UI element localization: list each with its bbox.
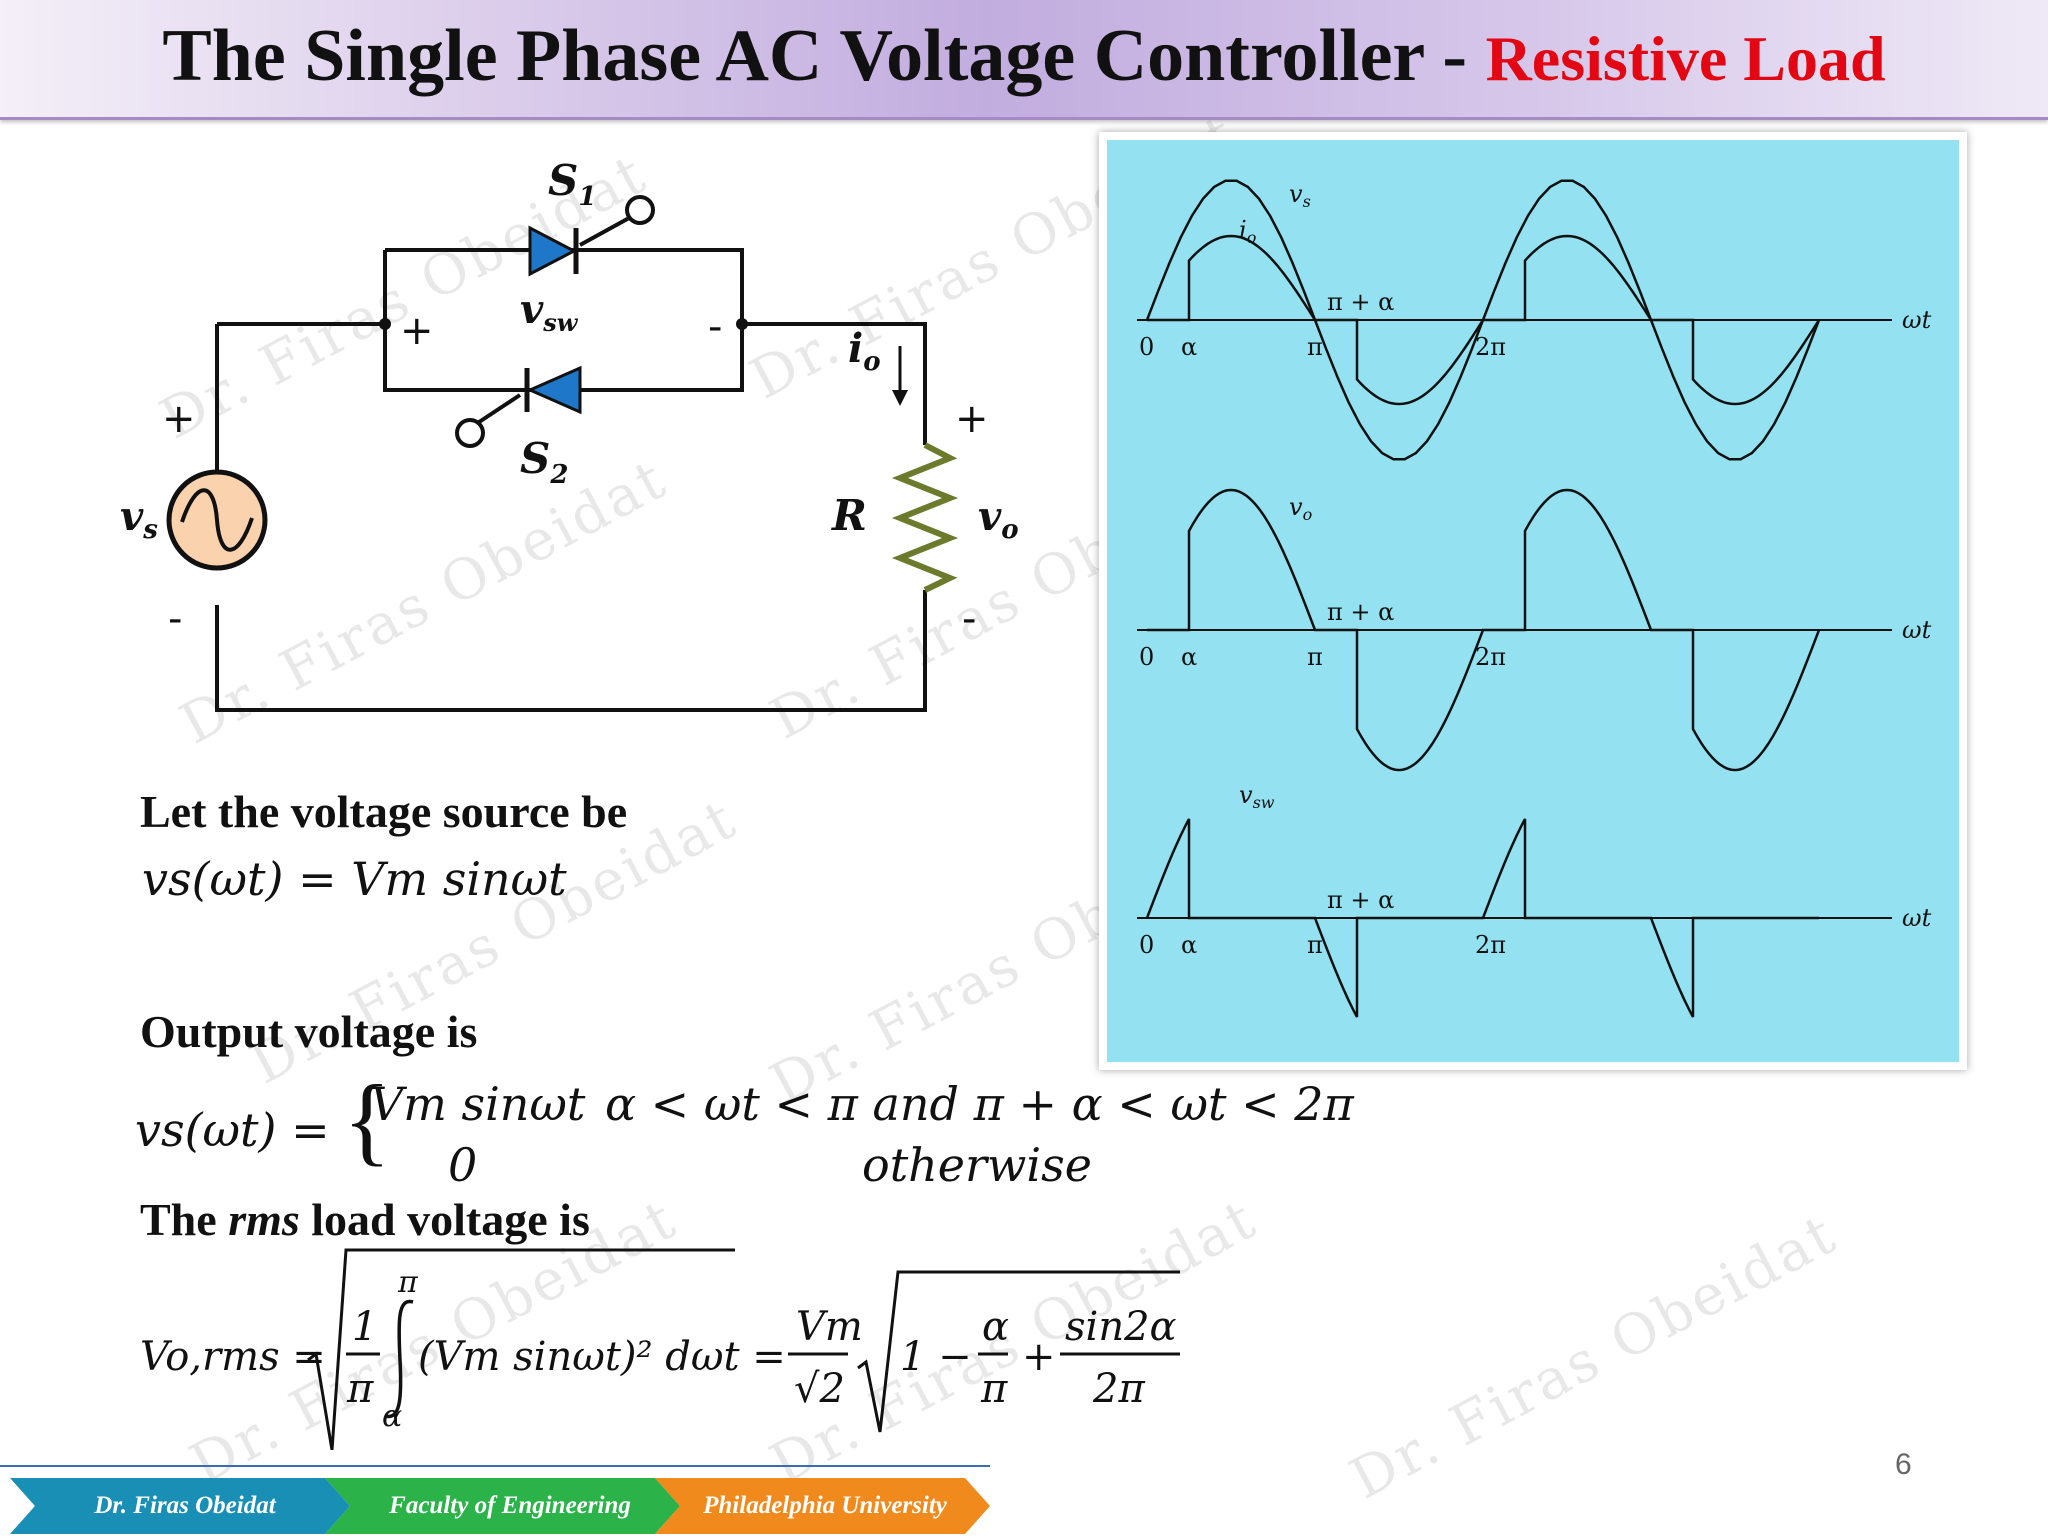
label-vo: v: [978, 493, 1002, 540]
axis-label: ωt: [1902, 904, 1932, 932]
rms-plus: +: [1022, 1334, 1056, 1380]
label-minus-load: -: [962, 596, 976, 642]
tick-label: 2π: [1475, 931, 1506, 959]
footer-banner: Dr. Firas Obeidat Faculty of Engineering…: [10, 1478, 990, 1536]
source-heading: Let the voltage source be: [140, 786, 628, 837]
tick-label: π: [1307, 643, 1323, 671]
axis-label: ωt: [1902, 306, 1932, 334]
vsw-wave: [1145, 818, 1819, 1018]
io-wave: [1147, 234, 1821, 406]
case1-condition: α < ωt < π and π + α < ωt < 2π: [605, 1077, 1354, 1131]
rms-int-upper: π: [397, 1265, 419, 1300]
tick-label: π: [1307, 333, 1323, 361]
tick-label: α: [1181, 931, 1197, 959]
label-s1: S: [548, 156, 578, 205]
tick-label: π + α: [1327, 288, 1394, 316]
footer-divider: [0, 1465, 990, 1467]
rms-integrand: (Vm sinωt)² dωt =: [418, 1334, 786, 1380]
label-plus-sw: +: [400, 308, 434, 354]
tick-label: 2π: [1475, 643, 1506, 671]
case1-expression: Vm sinωt: [370, 1077, 586, 1131]
title-main: The Single Phase AC Voltage Controller -: [162, 15, 1486, 97]
svg-text:vs: vs: [120, 493, 158, 545]
label-vsw: v: [520, 286, 544, 333]
footer-author: Dr. Firas Obeidat: [94, 1492, 276, 1519]
rms-a-num: α: [982, 1304, 1009, 1350]
label-io-sub: o: [863, 347, 880, 377]
rms-heading-post: load voltage is: [299, 1194, 590, 1245]
footer-faculty: Faculty of Engineering: [389, 1492, 631, 1519]
rms-coef-num: Vm: [796, 1304, 863, 1350]
brace-icon: {: [343, 1064, 391, 1175]
label-plus-src: +: [162, 396, 196, 442]
thyristor-s2-icon: [526, 365, 582, 415]
svg-text:S2: S2: [520, 434, 568, 490]
output-lhs: vs(ωt) =: [135, 1103, 330, 1157]
case2-condition: otherwise: [862, 1138, 1092, 1192]
output-heading: Output voltage is: [140, 1006, 478, 1057]
rms-lhs: Vo,rms =: [140, 1334, 326, 1380]
rms-heading: The rms load voltage is: [140, 1193, 590, 1246]
tick-label: π: [1307, 931, 1323, 959]
rms-equation: Vo,rms = 1 π π α (Vm sinωt)² dωt = Vm √2…: [140, 1248, 1180, 1450]
label-vs-sub: s: [142, 515, 158, 545]
axis-label: ωt: [1902, 616, 1932, 644]
svg-text:S1: S1: [548, 156, 596, 212]
label-vs: v: [120, 493, 144, 540]
rms-b-num: sin2α: [1065, 1304, 1177, 1350]
label-plus-load: +: [955, 396, 989, 442]
label-io: i: [848, 325, 863, 372]
label-minus-src: -: [168, 596, 182, 642]
tick-label: 0: [1139, 931, 1154, 959]
tick-label: α: [1181, 643, 1197, 671]
rms-a-den: π: [980, 1366, 1008, 1412]
rms-frac-den: π: [346, 1366, 374, 1412]
label-vo-sub: o: [1001, 515, 1018, 545]
watermark: Dr. Firas Obeidat: [1340, 1201, 1848, 1513]
label-minus-sw: -: [708, 304, 722, 350]
rms-one: 1 −: [900, 1334, 972, 1380]
svg-text:io: io: [848, 325, 881, 377]
circuit-diagram: S1 S2 vsw io vs R vo + - + - + -: [120, 156, 1019, 712]
page-number: 6: [1895, 1448, 1912, 1481]
signal-label: vs: [1289, 180, 1311, 211]
title-bar: The Single Phase AC Voltage Controller -…: [0, 0, 2048, 120]
label-vsw-sub: sw: [542, 308, 579, 337]
footer-university: Philadelphia University: [703, 1492, 947, 1519]
thyristor-s1-icon: [528, 225, 578, 277]
svg-text:vsw: vsw: [520, 286, 579, 337]
rms-heading-em: rms: [228, 1194, 300, 1245]
source-equation: vs(ωt) = Vm sinωt: [142, 852, 567, 906]
rms-coef-den: √2: [794, 1366, 845, 1412]
signal-label: io: [1239, 216, 1256, 247]
rms-b-den: 2π: [1092, 1366, 1145, 1412]
waveform-background: [1107, 140, 1959, 1062]
label-s1-sub: 1: [578, 182, 596, 212]
resistor-icon: [891, 442, 959, 593]
tick-label: 2π: [1475, 333, 1506, 361]
case2-expression: 0: [448, 1138, 478, 1192]
tick-label: 0: [1139, 333, 1154, 361]
signal-label: vo: [1289, 493, 1312, 524]
rms-heading-pre: The: [140, 1194, 229, 1245]
signal-label: vsw: [1239, 781, 1275, 812]
vo-wave: [1147, 488, 1821, 772]
tick-label: α: [1181, 333, 1197, 361]
svg-text:vo: vo: [978, 493, 1019, 545]
label-s2: S: [520, 434, 550, 483]
label-s2-sub: 2: [549, 460, 568, 490]
label-r: R: [831, 491, 867, 540]
tick-label: 0: [1139, 643, 1154, 671]
tick-label: π + α: [1327, 886, 1394, 914]
slide-title: The Single Phase AC Voltage Controller -…: [0, 14, 2048, 99]
rms-frac-num: 1: [352, 1304, 377, 1350]
title-accent: Resistive Load: [1485, 23, 1886, 94]
tick-label: π + α: [1327, 598, 1394, 626]
